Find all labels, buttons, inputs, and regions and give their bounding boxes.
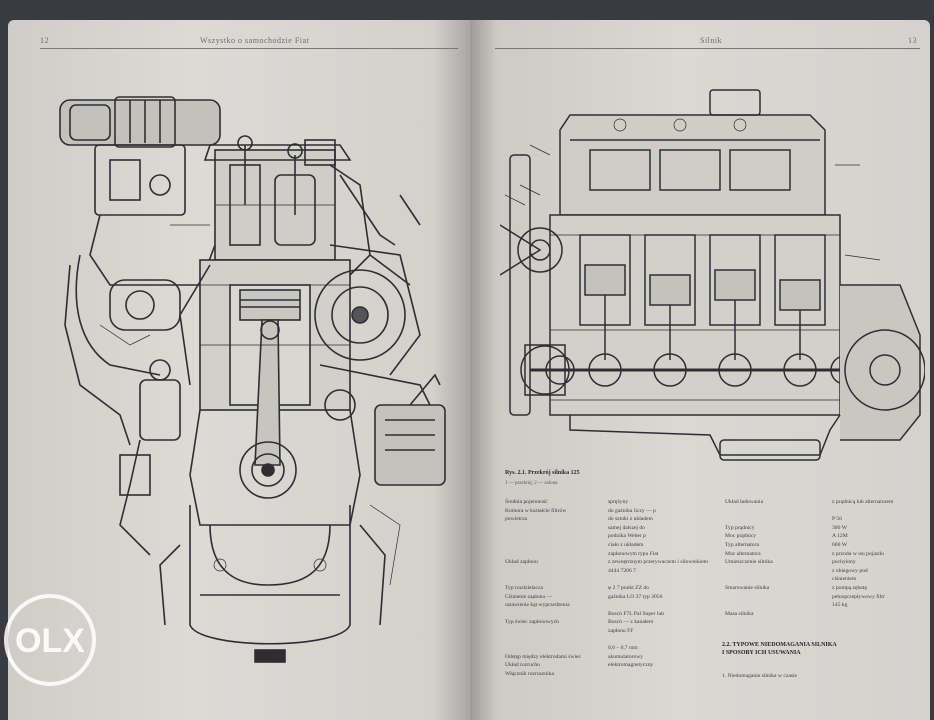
left-page-number: 12 [40, 36, 49, 45]
olx-watermark-text: OLX [15, 622, 85, 660]
spec-column-1: Średnia pojemność Komora w kształcie fil… [505, 499, 581, 677]
olx-watermark-logo: OLX [4, 594, 96, 686]
engine-longitudinal-section-drawing [500, 89, 925, 461]
engine-cross-section-drawing [59, 96, 446, 663]
left-running-head: Wszystko o samochodzie Fiat [200, 36, 310, 45]
left-running-rule [40, 48, 458, 49]
section-first-line: 1. Niedomaganie silnika w czasie [722, 673, 798, 679]
right-running-head: Silnik [700, 36, 723, 45]
right-running-rule [495, 48, 920, 49]
figure-caption-subtitle: 1 — przekrój; 2 — osłona [505, 481, 558, 486]
spec-column-4: z prądnicą lub alternatorem P 56 300 W A… [832, 499, 894, 609]
right-page-number: 13 [908, 36, 917, 45]
spec-column-3: Układ ładowania Typ prądnicy Moc prądnic… [725, 499, 773, 617]
open-book: 12 Wszystko o samochodzie Fiat [4, 20, 930, 720]
section-heading: 2.2. TYPOWE NIEDOMAGANIA SILNIKA I SPOSO… [722, 642, 837, 656]
figure-caption-title: Rys. 2.1. Przekrój silnika 125 [505, 470, 580, 476]
spec-column-2: sprężyny do gaźnika liczy — p do sztuki … [608, 499, 709, 669]
